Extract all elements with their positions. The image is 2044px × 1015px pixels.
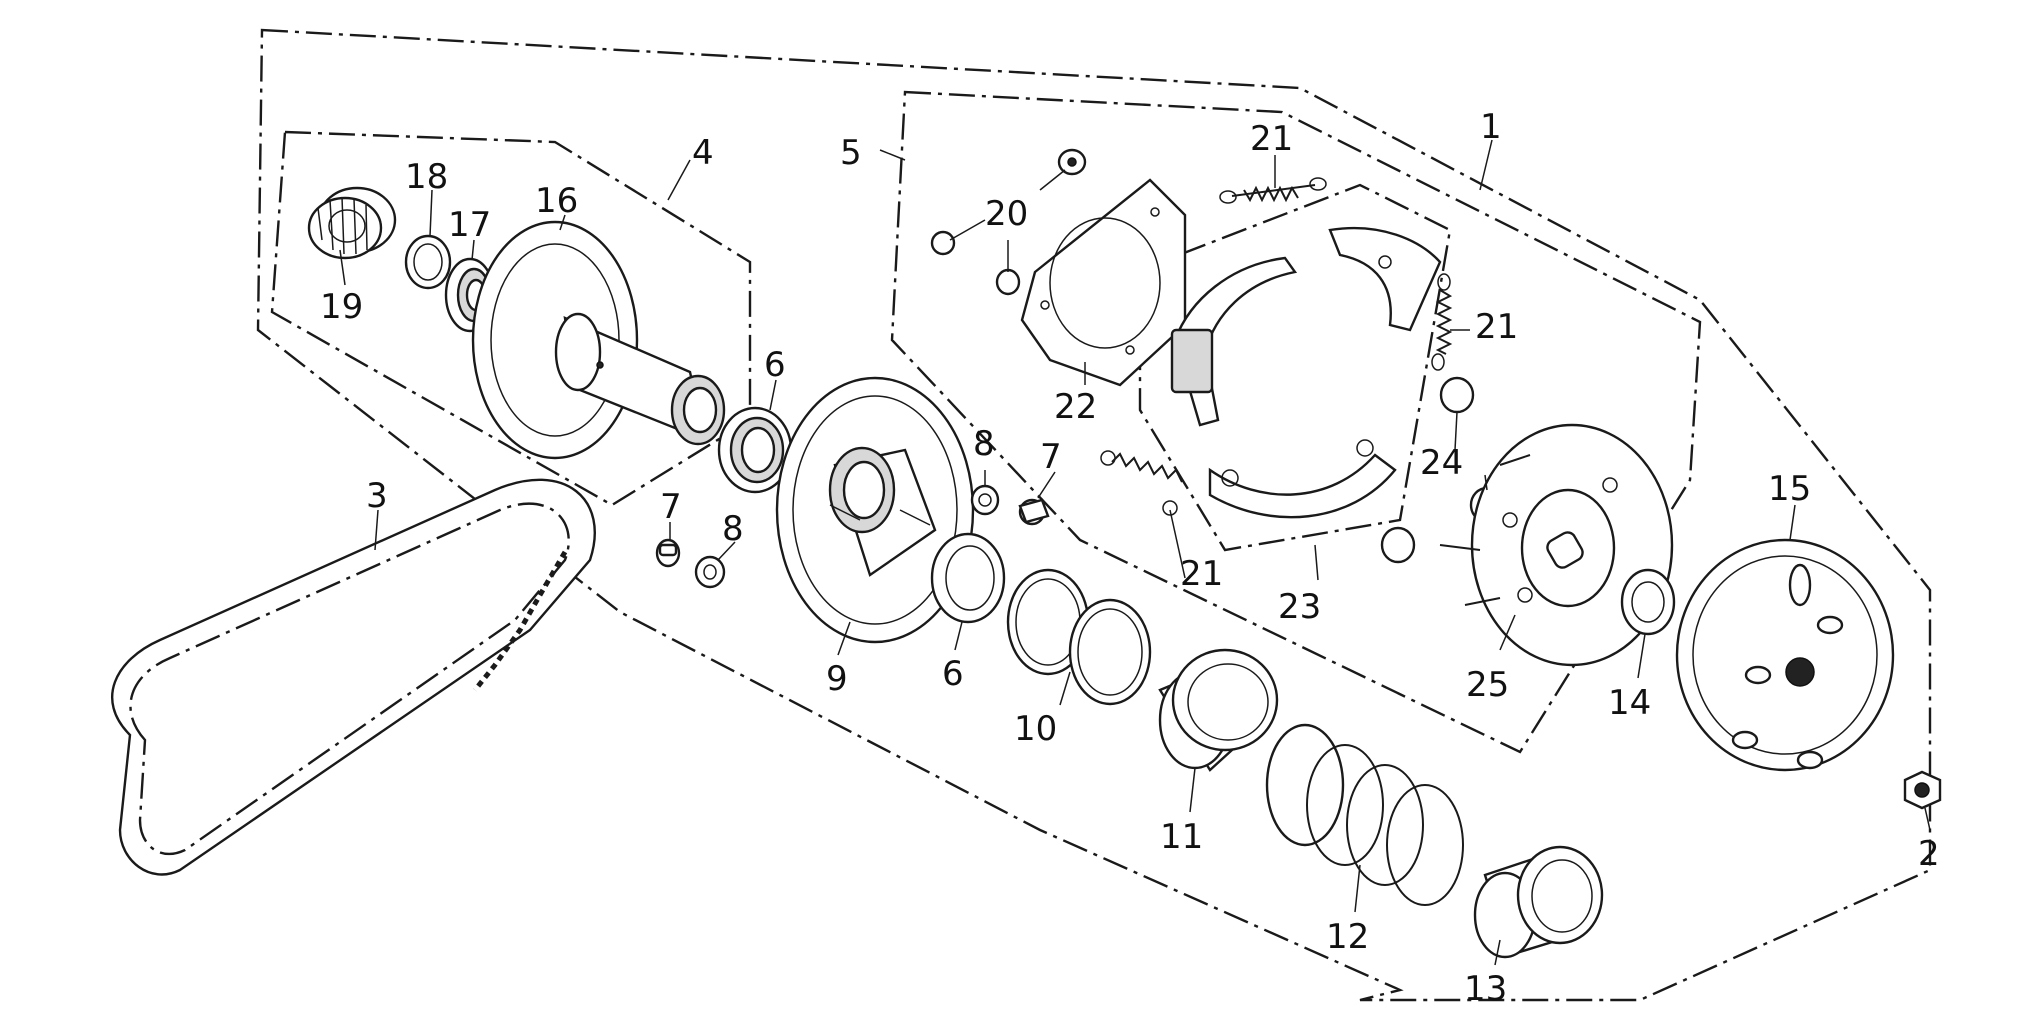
callout-5: 5: [840, 133, 862, 173]
callout-20: 20: [985, 194, 1028, 234]
part-shoe-spring-21-lower: [1100, 450, 1183, 516]
callout-1: 1: [1480, 107, 1502, 147]
callout-11: 11: [1160, 817, 1203, 857]
callout-8-lower: 8: [722, 509, 744, 549]
callout-25: 25: [1466, 665, 1509, 705]
callout-8-upper: 8: [973, 424, 995, 464]
callout-19: 19: [320, 287, 363, 327]
part-pin-7-lower: [655, 538, 681, 568]
part-oil-seal-6-lower: [930, 532, 1006, 624]
part-driven-face-9: [775, 376, 975, 644]
callout-22: 22: [1054, 387, 1097, 427]
callout-24: 24: [1420, 443, 1463, 483]
part-seal-collar-11: [1158, 648, 1279, 772]
callout-7-lower: 7: [660, 487, 682, 527]
part-circlip-18: [404, 234, 452, 290]
part-collar-8-upper: [970, 484, 1000, 516]
callout-10: 10: [1014, 709, 1057, 749]
callout-6-lower: 6: [942, 654, 964, 694]
part-shoe-spring-21-top: [1219, 177, 1327, 204]
callout-14: 14: [1608, 683, 1651, 723]
callout-16: 16: [535, 181, 578, 221]
part-o-rings-10: [1006, 568, 1152, 706]
callout-15: 15: [1768, 469, 1811, 509]
part-shoe-spring-21-right: [1431, 273, 1453, 371]
part-needle-bearing-19: [307, 186, 397, 260]
callout-6-upper: 6: [764, 345, 786, 385]
part-drive-belt-3: [111, 478, 596, 876]
callout-12: 12: [1326, 917, 1369, 957]
callout-2: 2: [1918, 834, 1940, 874]
callout-4: 4: [692, 133, 714, 173]
part-nut-2: [1903, 770, 1942, 810]
callout-21-right: 21: [1475, 307, 1518, 347]
leader-lines: [339, 139, 1931, 966]
callout-23: 23: [1278, 587, 1321, 627]
part-pin-7-upper: [1018, 498, 1050, 526]
part-spring-seat-13: [1473, 845, 1604, 959]
outline-assembly-1: [256, 28, 1932, 1002]
part-plate-22: [1020, 178, 1187, 387]
part-seal-14: [1620, 568, 1676, 636]
part-movable-drive-face-16: [471, 220, 726, 460]
part-nut-20: [930, 148, 1087, 296]
part-driven-spring-12: [1265, 723, 1464, 906]
callout-21-top: 21: [1250, 119, 1293, 159]
callout-13: 13: [1464, 969, 1507, 1009]
callout-18: 18: [405, 157, 448, 197]
outline-movable-pulley-4: [270, 130, 752, 507]
callout-3: 3: [366, 476, 388, 516]
callout-9: 9: [826, 659, 848, 699]
callout-7-upper: 7: [1040, 437, 1062, 477]
callout-21-lower: 21: [1180, 554, 1223, 594]
outline-clutch-shoes-23: [1138, 183, 1452, 552]
callout-labels: 1 2 3 4 5 6 7 7 8 8 9 6 10 11 12 13 14 1…: [320, 107, 1940, 1009]
part-clutch-outer-15: [1675, 538, 1895, 772]
callout-17: 17: [448, 205, 491, 245]
part-clutch-shoes-23: [1170, 226, 1442, 519]
part-collar-8-lower: [694, 555, 726, 589]
